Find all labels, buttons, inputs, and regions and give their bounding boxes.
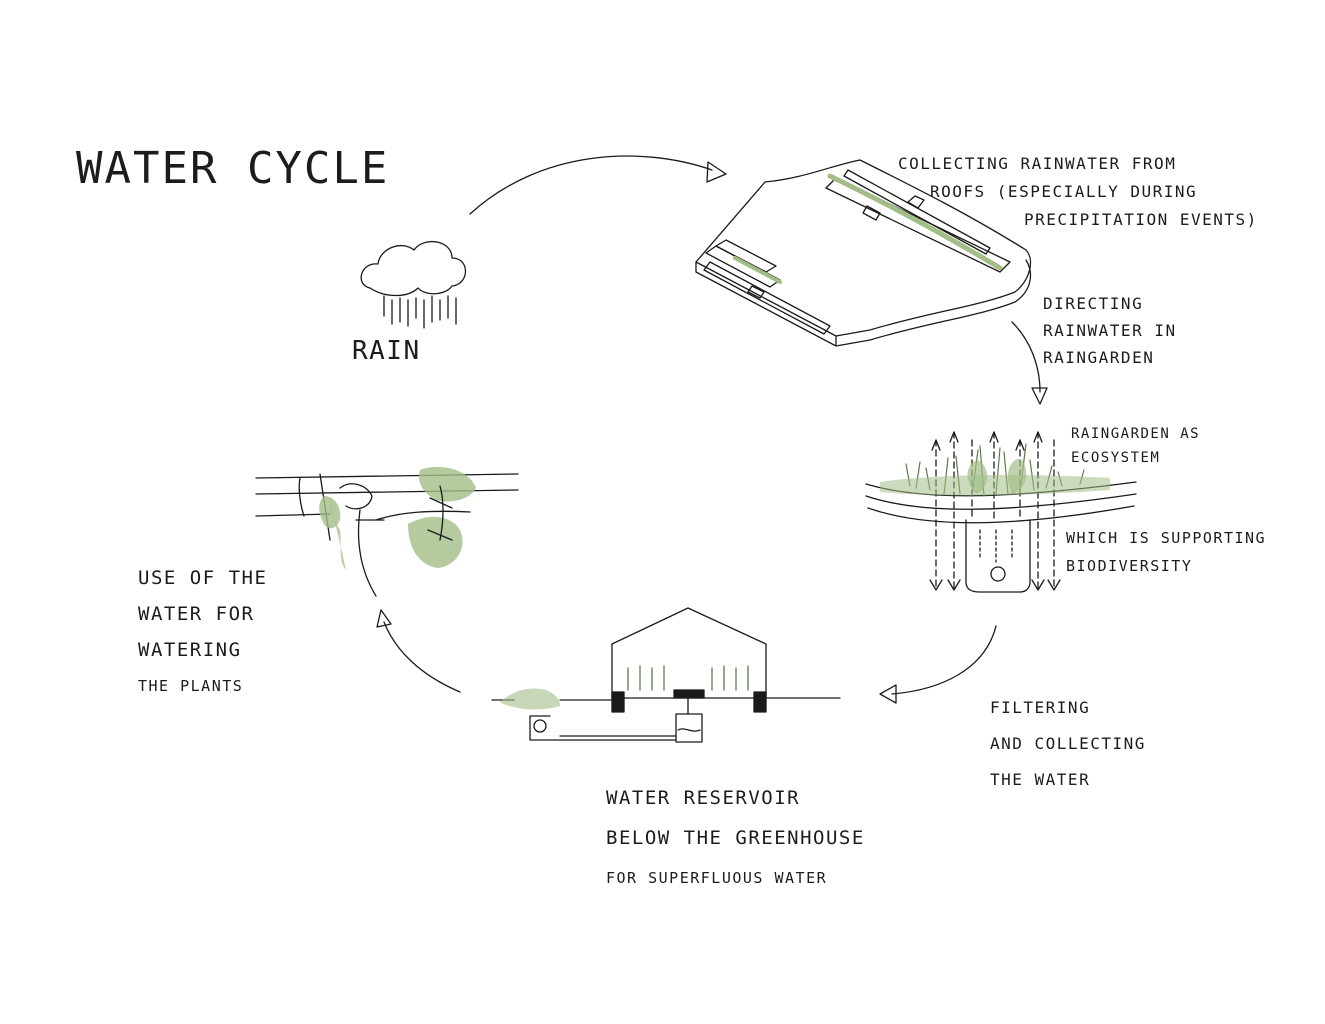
biodiversity-label: WHICH IS SUPPORTING BIODIVERSITY <box>1066 524 1266 580</box>
collecting-rainwater-label: COLLECTING RAINWATER FROM ROOFS (ESPECIA… <box>898 150 1258 234</box>
collecting-line-3: PRECIPITATION EVENTS) <box>1024 210 1258 229</box>
rain-cloud-icon <box>360 240 467 329</box>
reservoir-line-1: WATER RESERVOIR <box>606 787 801 809</box>
directing-line-1: DIRECTING <box>1043 294 1144 313</box>
arrow-reservoir-to-watering <box>383 621 461 693</box>
arrowhead-reservoir-to-watering <box>376 609 392 628</box>
biodiversity-line-1: WHICH IS SUPPORTING <box>1066 529 1267 547</box>
reservoir-line-3: FOR SUPERFLUOUS WATER <box>606 869 828 887</box>
rain-label: RAIN <box>352 336 421 366</box>
raingarden-ecosystem-label: RAINGARDEN AS ECOSYSTEM <box>1071 422 1200 470</box>
raingarden-line-2: ECOSYSTEM <box>1071 450 1161 466</box>
cycle-arrows <box>376 155 1048 704</box>
collecting-line-1: COLLECTING RAINWATER FROM <box>898 154 1177 173</box>
roof-collection-drawing <box>695 159 1032 347</box>
arrow-roofs-to-raingarden <box>1011 321 1041 393</box>
diagram-title: WATER CYCLE <box>76 143 390 195</box>
use-line-4: THE PLANTS <box>138 677 244 695</box>
arrowhead-rain-to-roofs <box>706 161 727 183</box>
directing-rainwater-label: DIRECTING RAINWATER IN RAINGARDEN <box>1043 290 1177 371</box>
watering-plants-drawing <box>255 466 519 597</box>
filtering-line-2: AND COLLECTING <box>990 734 1146 753</box>
use-line-1: USE OF THE <box>138 567 268 589</box>
use-line-3: WATERING <box>138 639 242 661</box>
biodiversity-line-2: BIODIVERSITY <box>1066 557 1193 575</box>
arrow-rain-to-roofs <box>469 155 713 215</box>
greenhouse-reservoir-drawing <box>491 607 841 743</box>
raingarden-line-1: RAINGARDEN AS <box>1071 426 1201 442</box>
arrowhead-roofs-to-raingarden <box>1031 387 1048 405</box>
collecting-line-2: ROOFS (ESPECIALLY DURING <box>930 182 1198 201</box>
filtering-label: FILTERING AND COLLECTING THE WATER <box>990 690 1146 798</box>
arrowhead-raingarden-to-reservoir <box>879 684 897 704</box>
raingarden-drawing <box>865 431 1137 593</box>
water-reservoir-label: WATER RESERVOIR BELOW THE GREENHOUSE FOR… <box>606 778 865 898</box>
filtering-line-3: THE WATER <box>990 770 1091 789</box>
reservoir-line-2: BELOW THE GREENHOUSE <box>606 827 865 849</box>
directing-line-2: RAINWATER IN <box>1043 321 1177 340</box>
watering-plants-label: USE OF THE WATER FOR WATERING THE PLANTS <box>138 560 267 704</box>
filtering-line-1: FILTERING <box>990 698 1091 717</box>
use-line-2: WATER FOR <box>138 603 255 625</box>
directing-line-3: RAINGARDEN <box>1043 348 1155 367</box>
arrow-raingarden-to-reservoir <box>891 625 997 695</box>
